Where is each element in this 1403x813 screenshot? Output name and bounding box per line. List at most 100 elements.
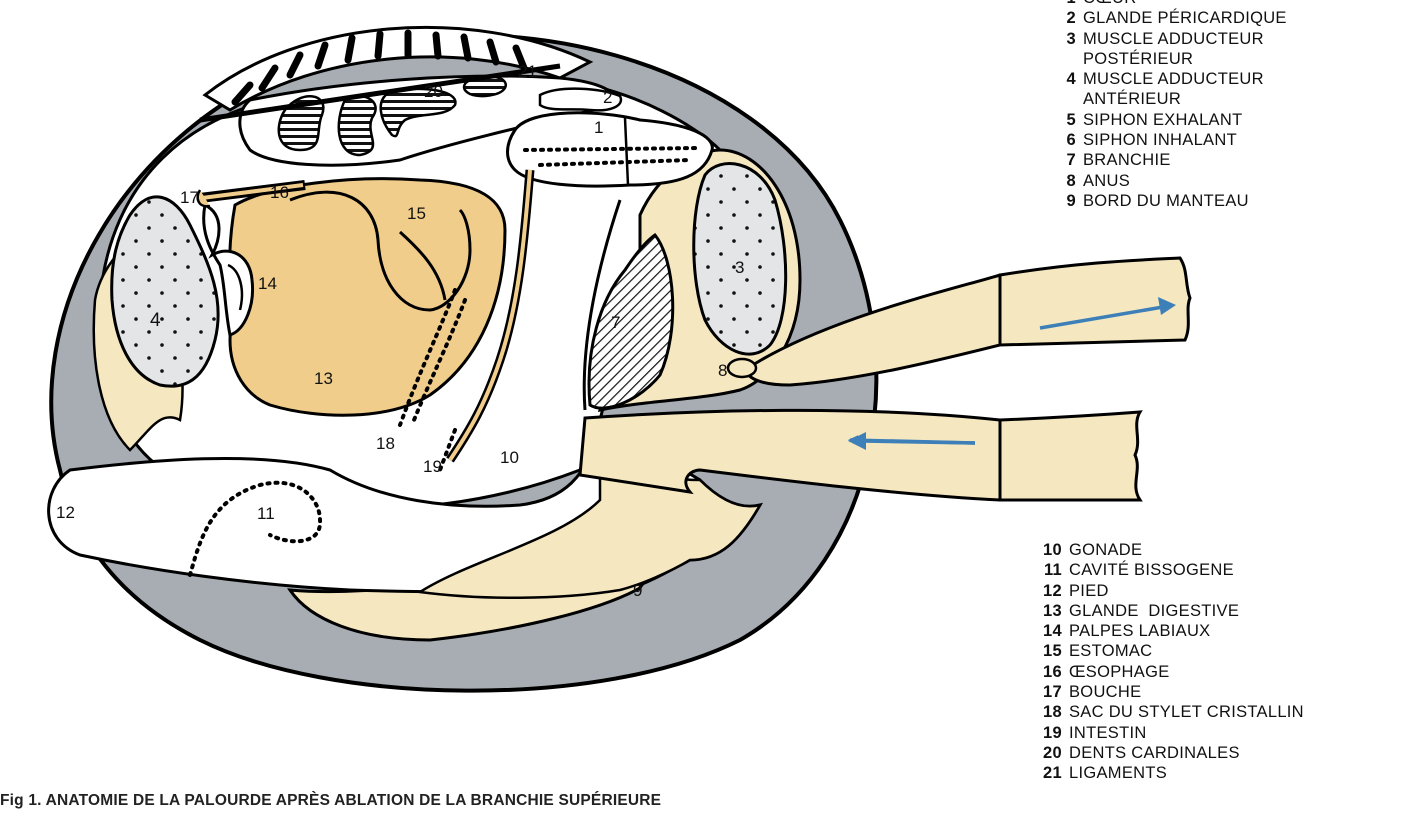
legend-item: 4 MUSCLE ADDUCTEUR — [1054, 69, 1287, 89]
label-18: 18 — [376, 434, 395, 453]
legend-number: 20 — [1040, 743, 1062, 763]
legend-item: 21 LIGAMENTS — [1040, 763, 1304, 783]
label-15: 15 — [407, 204, 426, 223]
label-19: 19 — [423, 457, 442, 476]
legend-number: 21 — [1040, 763, 1062, 783]
label-8: 8 — [718, 361, 727, 380]
label-21: 21 — [518, 62, 537, 81]
legend-bottom: 10 GONADE 11 CAVITÉ BISSOGENE 12 PIED 13 GLANDE… — [1040, 540, 1304, 784]
label-2: 2 — [603, 88, 612, 107]
label-9: 9 — [633, 581, 642, 600]
legend-number: 14 — [1040, 621, 1062, 641]
legend-item: 1 CŒUR — [1054, 0, 1287, 8]
label-10: 10 — [500, 448, 519, 467]
legend-text: ŒSOPHAGE — [1069, 662, 1170, 682]
label-12: 12 — [56, 503, 75, 522]
legend-number: 1 — [1054, 0, 1076, 8]
legend-item: 20 DENTS CARDINALES — [1040, 743, 1304, 763]
legend-number: 7 — [1054, 150, 1076, 170]
legend-number: 8 — [1054, 171, 1076, 191]
legend-text: MUSCLE ADDUCTEUR — [1083, 29, 1264, 49]
legend-item: 14 PALPES LABIAUX — [1040, 621, 1304, 641]
label-20: 20 — [424, 82, 443, 101]
legend-text: DENTS CARDINALES — [1069, 743, 1240, 763]
legend-item: 2 GLANDE PÉRICARDIQUE — [1054, 8, 1287, 28]
legend-text: CAVITÉ BISSOGENE — [1069, 560, 1234, 580]
legend-number: 6 — [1054, 130, 1076, 150]
legend-text: PIED — [1069, 581, 1109, 601]
legend-item: ANTÉRIEUR — [1054, 89, 1287, 109]
legend-text: GONADE — [1069, 540, 1142, 560]
legend-item: 12 PIED — [1040, 581, 1304, 601]
label-3: 3 — [735, 258, 744, 277]
legend-item: 7 BRANCHIE — [1054, 150, 1287, 170]
legend-number — [1054, 89, 1076, 109]
legend-number: 19 — [1040, 723, 1062, 743]
label-16: 16 — [270, 183, 289, 202]
legend-text: LIGAMENTS — [1069, 763, 1167, 783]
legend-text: SAC DU STYLET CRISTALLIN — [1069, 702, 1304, 722]
legend-number: 13 — [1040, 601, 1062, 621]
label-13: 13 — [314, 369, 333, 388]
legend-number: 16 — [1040, 662, 1062, 682]
inhalant-siphon-tip — [1000, 412, 1140, 500]
legend-text: ESTOMAC — [1069, 641, 1152, 661]
legend-number: 11 — [1040, 560, 1062, 580]
legend-text: BOUCHE — [1069, 682, 1141, 702]
legend-text: PALPES LABIAUX — [1069, 621, 1210, 641]
label-4: 4 — [150, 310, 161, 331]
legend-number: 3 — [1054, 29, 1076, 49]
legend-item: 6 SIPHON INHALANT — [1054, 130, 1287, 150]
legend-text: MUSCLE ADDUCTEUR — [1083, 69, 1264, 89]
legend-number: 10 — [1040, 540, 1062, 560]
anus — [728, 359, 756, 377]
legend-item: 16 ŒSOPHAGE — [1040, 662, 1304, 682]
legend-item: 10 GONADE — [1040, 540, 1304, 560]
clam-anatomy-diagram: 1 2 3 4 5 6 7 8 9 10 11 12 13 14 15 16 1… — [0, 0, 1000, 813]
legend-text: POSTÉRIEUR — [1083, 49, 1193, 69]
legend-item: 11 CAVITÉ BISSOGENE — [1040, 560, 1304, 580]
legend-item: 9 BORD DU MANTEAU — [1054, 191, 1287, 211]
legend-item: 5 SIPHON EXHALANT — [1054, 110, 1287, 130]
legend-item: 18 SAC DU STYLET CRISTALLIN — [1040, 702, 1304, 722]
legend-item: 8 ANUS — [1054, 171, 1287, 191]
figure-caption: Fig 1. ANATOMIE DE LA PALOURDE APRÈS ABL… — [0, 792, 661, 810]
legend-text: ANTÉRIEUR — [1083, 89, 1181, 109]
legend-text: GLANDE PÉRICARDIQUE — [1083, 8, 1287, 28]
legend-item: 15 ESTOMAC — [1040, 641, 1304, 661]
legend-text: BORD DU MANTEAU — [1083, 191, 1249, 211]
label-14: 14 — [258, 274, 277, 293]
exhalant-siphon-tip — [1000, 258, 1190, 345]
legend-text: INTESTIN — [1069, 723, 1147, 743]
legend-number: 12 — [1040, 581, 1062, 601]
legend-number: 5 — [1054, 110, 1076, 130]
legend-number: 4 — [1054, 69, 1076, 89]
legend-text: ANUS — [1083, 171, 1130, 191]
legend-text: GLANDE DIGESTIVE — [1069, 601, 1239, 621]
legend-text: SIPHON INHALANT — [1083, 130, 1237, 150]
legend-text: BRANCHIE — [1083, 150, 1171, 170]
exhalant-arrowhead — [1158, 297, 1176, 315]
legend-item: 3 MUSCLE ADDUCTEUR — [1054, 29, 1287, 49]
legend-number: 17 — [1040, 682, 1062, 702]
legend-item: 19 INTESTIN — [1040, 723, 1304, 743]
label-17: 17 — [180, 188, 199, 207]
label-11: 11 — [257, 504, 275, 523]
legend-item: 13 GLANDE DIGESTIVE — [1040, 601, 1304, 621]
legend-number: 2 — [1054, 8, 1076, 28]
legend-item: POSTÉRIEUR — [1054, 49, 1287, 69]
legend-number: 15 — [1040, 641, 1062, 661]
legend-text: CŒUR — [1083, 0, 1136, 8]
legend-number: 18 — [1040, 702, 1062, 722]
legend-bottom-list: 10 GONADE 11 CAVITÉ BISSOGENE 12 PIED 13 GLANDE… — [1040, 540, 1304, 784]
legend-number — [1054, 49, 1076, 69]
legend-item: 17 BOUCHE — [1040, 682, 1304, 702]
exhalant-flow-arrow-ext — [1040, 307, 1163, 328]
legend-text: SIPHON EXHALANT — [1083, 110, 1242, 130]
label-1: 1 — [594, 118, 603, 137]
label-7: 7 — [611, 313, 620, 332]
legend-number: 9 — [1054, 191, 1076, 211]
